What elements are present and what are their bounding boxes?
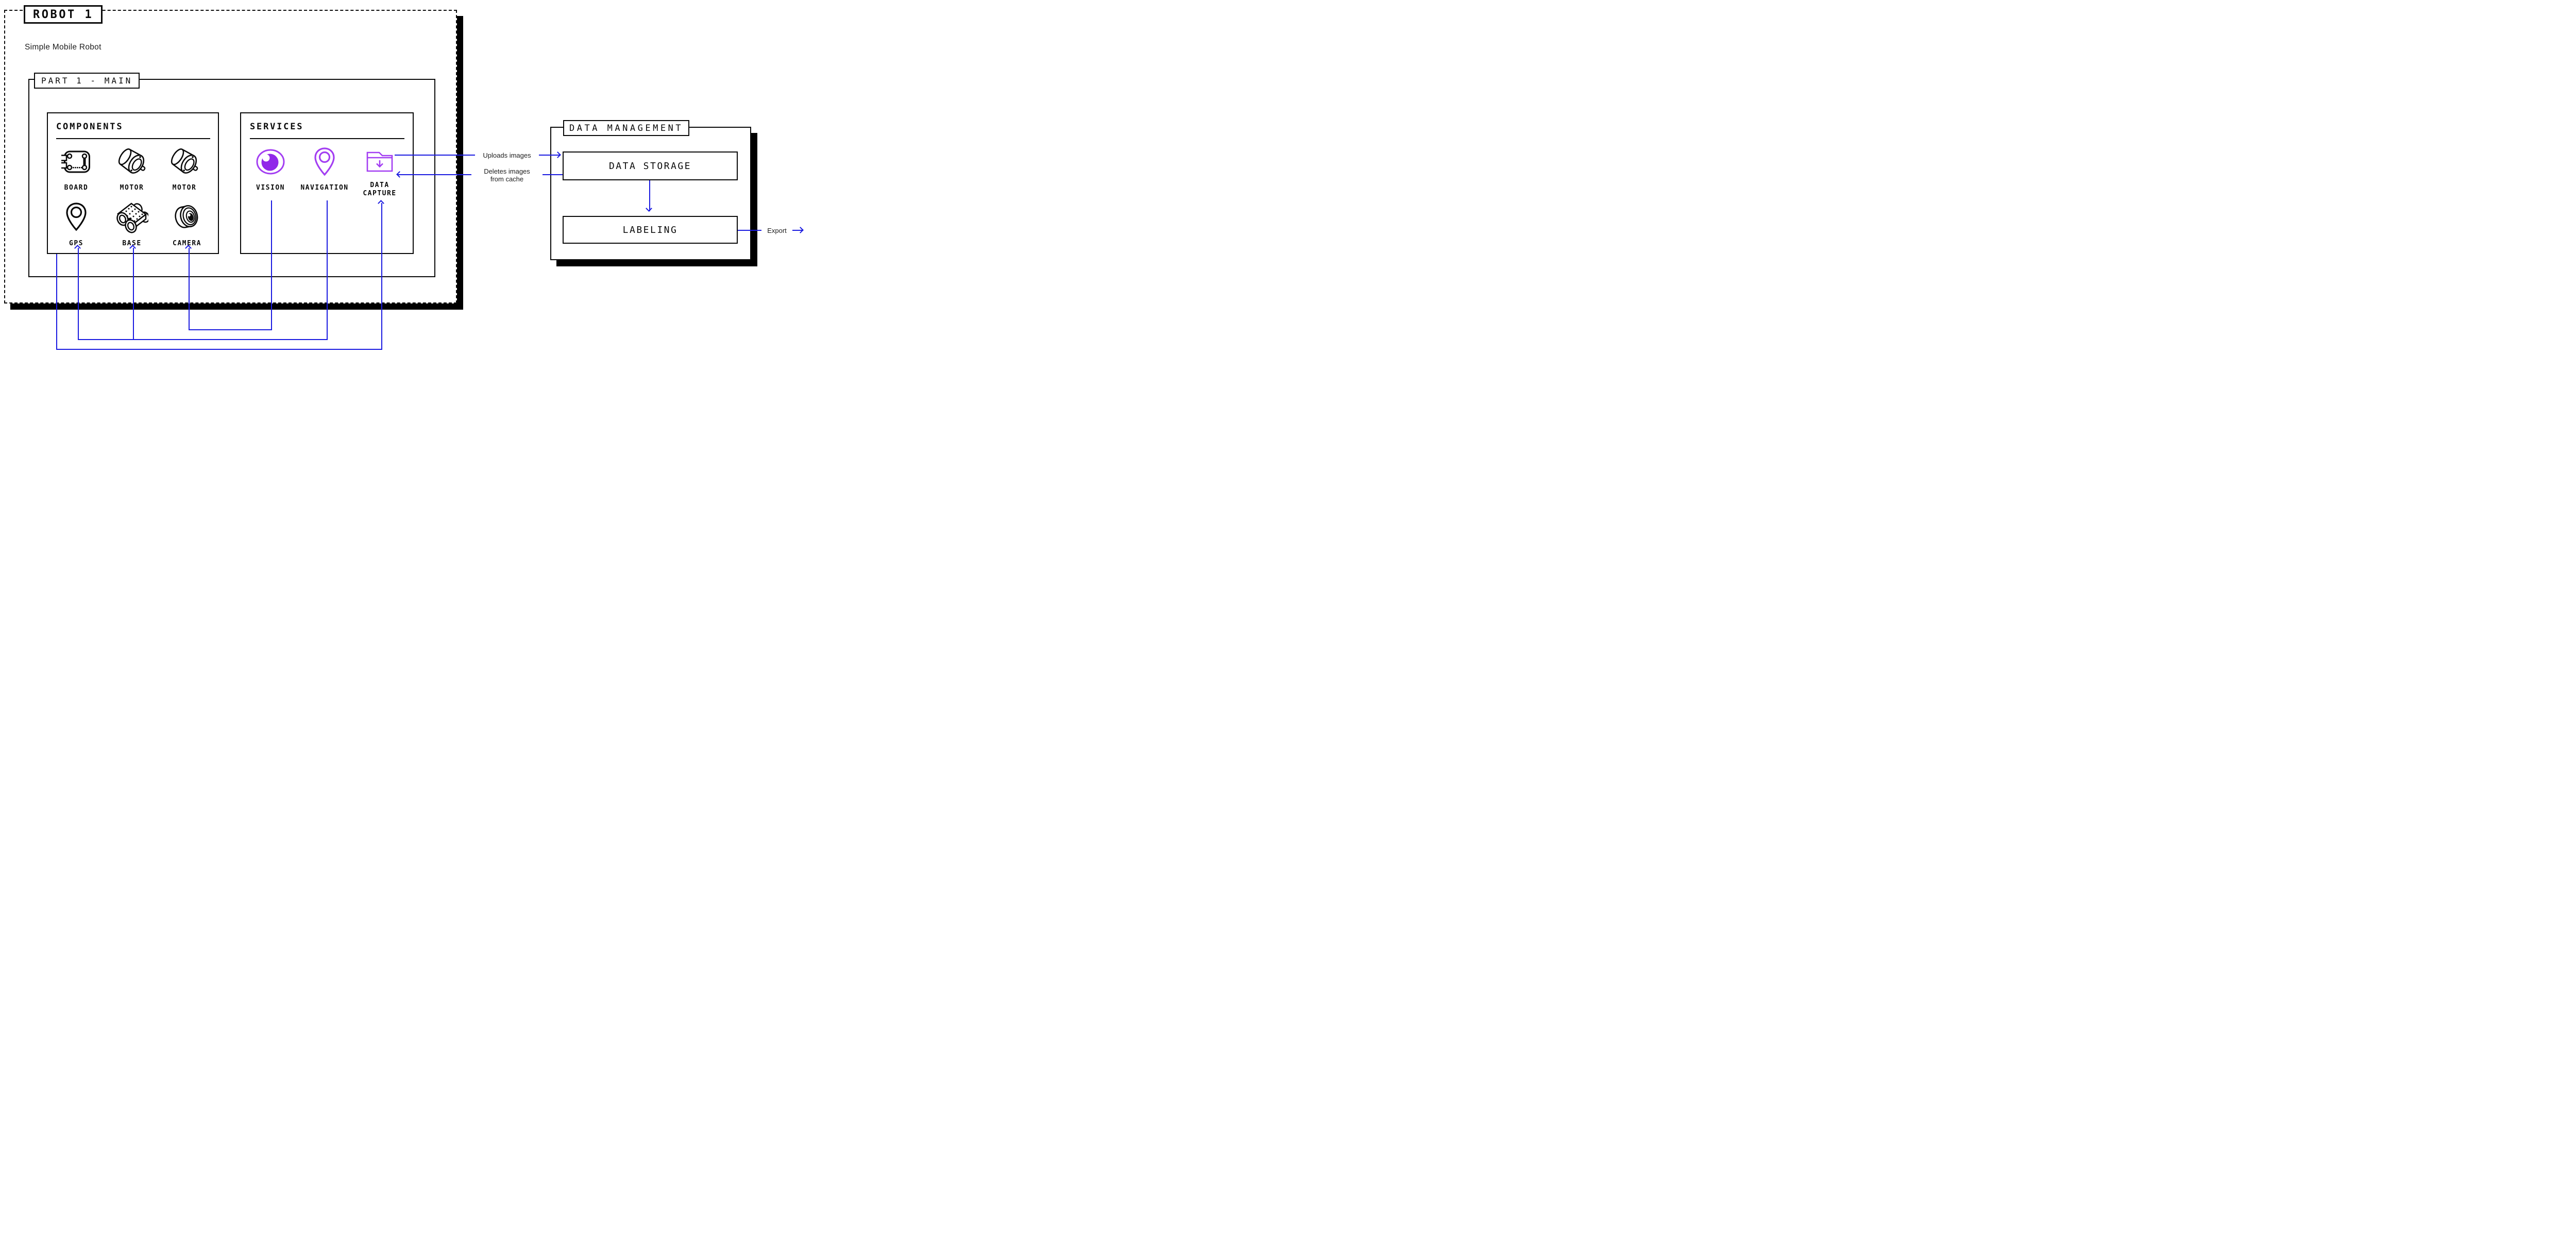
data-capture-label-line1: DATA <box>370 181 389 189</box>
components-title: COMPONENTS <box>56 122 124 132</box>
edge-camera-up <box>189 248 190 330</box>
data-capture-folder-icon <box>366 150 394 173</box>
data-storage-node: DATA STORAGE <box>563 151 738 180</box>
motor-icon <box>168 146 200 176</box>
deletes-edge-label-line1: Deletes images <box>484 167 530 175</box>
part1-title: PART 1 - MAIN <box>41 76 133 86</box>
base-label: BASE <box>122 240 142 247</box>
edge-datacapture-up <box>381 203 382 350</box>
data-capture-label-line2: CAPTURE <box>363 190 397 197</box>
uploads-edge-label: Uploads images <box>475 151 539 160</box>
diagram-canvas: ROBOT 1 Simple Mobile Robot PART 1 - MAI… <box>0 0 808 353</box>
vision-eye-icon <box>256 149 285 175</box>
edge-storage-labeling <box>649 180 650 211</box>
wheeled-base-icon <box>115 201 148 233</box>
map-pin-icon <box>64 202 88 232</box>
edge-vision-camera-horizontal <box>189 329 272 330</box>
edge-components-datacapture-horizontal <box>56 349 382 350</box>
edge-base-up <box>133 248 134 340</box>
board-label: BOARD <box>64 184 89 192</box>
data-management-title-tag: DATA MANAGEMENT <box>563 120 690 136</box>
navigation-pin-icon <box>313 147 336 177</box>
labeling-label: LABELING <box>622 224 678 235</box>
circuit-board-icon <box>61 150 91 174</box>
arrowhead-export <box>797 227 804 233</box>
deletes-edge-label-line2: from cache <box>490 175 524 183</box>
components-title-rule <box>56 138 210 139</box>
part1-container <box>28 79 435 277</box>
edge-navigation-down <box>327 200 328 340</box>
edge-gps-up <box>78 248 79 340</box>
services-title: SERVICES <box>250 122 304 132</box>
edge-components-down <box>56 254 57 350</box>
deletes-edge-label: Deletes images from cache <box>471 167 543 183</box>
robot1-container <box>4 10 457 303</box>
camera-label: CAMERA <box>173 240 201 247</box>
services-title-rule <box>250 138 404 139</box>
camera-lens-icon <box>173 203 201 231</box>
motor2-label: MOTOR <box>172 184 197 192</box>
data-storage-label: DATA STORAGE <box>608 160 692 172</box>
robot1-subtitle: Simple Mobile Robot <box>25 43 101 52</box>
part1-title-tag: PART 1 - MAIN <box>34 73 140 89</box>
edge-navigation-horizontal <box>78 339 328 340</box>
data-management-title: DATA MANAGEMENT <box>569 123 684 133</box>
robot1-title: ROBOT 1 <box>33 8 94 21</box>
motor1-label: MOTOR <box>120 184 144 192</box>
export-edge-label: Export <box>761 226 792 235</box>
edge-vision-down <box>271 200 272 330</box>
navigation-label: NAVIGATION <box>300 184 349 192</box>
gps-label: GPS <box>69 240 83 247</box>
labeling-node: LABELING <box>563 216 738 244</box>
vision-label: VISION <box>256 184 285 192</box>
motor-icon <box>116 146 148 176</box>
robot1-title-tag: ROBOT 1 <box>24 5 103 24</box>
